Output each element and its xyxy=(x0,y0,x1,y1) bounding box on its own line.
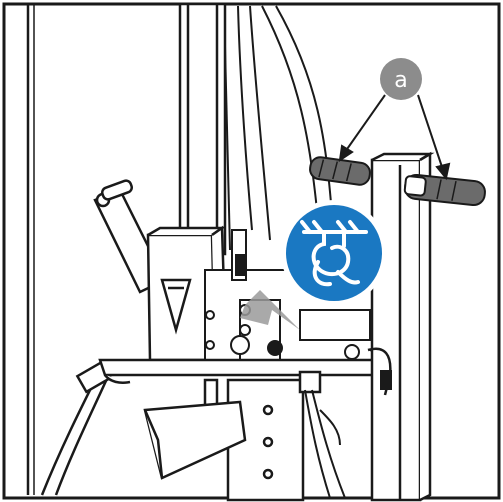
indicator-arrow xyxy=(240,290,300,330)
hook-clip xyxy=(380,370,392,390)
head-block xyxy=(146,225,228,362)
callout-leaders xyxy=(338,94,451,181)
wedge-block xyxy=(143,400,247,480)
cable-left xyxy=(40,360,113,496)
badge-disc xyxy=(286,205,382,301)
callout-label: a xyxy=(394,68,407,93)
main-mast xyxy=(178,2,227,256)
right-grip-handle xyxy=(403,173,486,207)
left-grip-handle xyxy=(309,156,371,186)
right-post xyxy=(370,151,435,502)
callout-circle xyxy=(380,58,422,100)
callout-a: a xyxy=(380,58,422,100)
hose-hanger-icon xyxy=(300,220,368,287)
hose-hanger-badge xyxy=(281,200,387,306)
cable-right xyxy=(304,389,346,499)
